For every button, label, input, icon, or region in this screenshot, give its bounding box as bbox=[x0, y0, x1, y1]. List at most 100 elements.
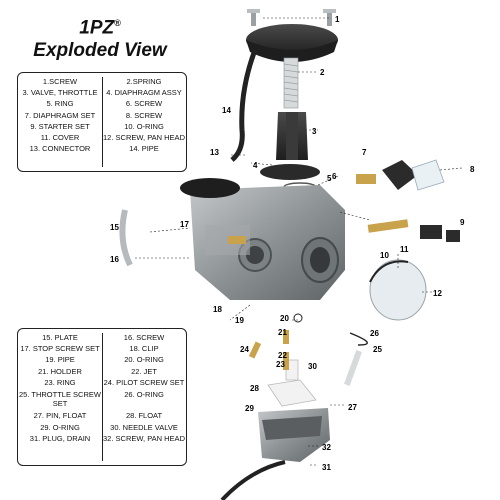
callout-25: 25 bbox=[373, 345, 382, 354]
legend-item: 14. PIPE bbox=[129, 144, 159, 154]
jet bbox=[283, 352, 289, 370]
callout-30: 30 bbox=[308, 362, 317, 371]
callout-11: 11 bbox=[400, 245, 409, 254]
legend-item: 2.SPRING bbox=[126, 77, 162, 86]
callout-15: 15 bbox=[110, 223, 119, 232]
legend-divider bbox=[102, 333, 103, 461]
callout-9: 9 bbox=[460, 218, 465, 227]
o-ring bbox=[349, 332, 368, 346]
legend-item: 15. PLATE bbox=[42, 333, 78, 342]
callout-3: 3 bbox=[312, 127, 317, 136]
legend-item: 5. RING bbox=[46, 99, 74, 109]
callout-19: 19 bbox=[235, 316, 244, 325]
callout-31: 31 bbox=[322, 463, 331, 472]
o-ring bbox=[293, 313, 303, 323]
legend-item: 28. FLOAT bbox=[125, 411, 163, 421]
legend-item: 1.SCREW bbox=[42, 77, 78, 86]
callout-23: 23 bbox=[276, 360, 285, 369]
legend-item: 10. O-RING bbox=[124, 121, 164, 131]
callout-6: 6 bbox=[332, 172, 337, 181]
starter-set bbox=[367, 219, 460, 242]
callout-12: 12 bbox=[433, 289, 442, 298]
legend-item: 7. DIAPHRAGM SET bbox=[24, 110, 96, 120]
legend-item: 22. JET bbox=[131, 366, 157, 376]
callout-8: 8 bbox=[470, 165, 475, 174]
legend-item: 8. SCREW bbox=[125, 110, 163, 120]
callout-20: 20 bbox=[280, 314, 289, 323]
callout-7: 7 bbox=[362, 148, 367, 157]
registered-mark: ® bbox=[114, 18, 121, 28]
legend-item: 17. STOP SCREW SET bbox=[20, 344, 100, 354]
callout-10: 10 bbox=[380, 251, 389, 260]
legend-bottom-left-column: 15. PLATE 17. STOP SCREW SET 19. PIPE 21… bbox=[18, 332, 102, 444]
callout-22: 22 bbox=[278, 351, 287, 360]
legend-bottom-right-column: 16. SCREW 18. CLIP 20. O-RING 22. JET 24… bbox=[102, 332, 186, 444]
legend-item: 13. CONNECTOR bbox=[29, 144, 91, 154]
page-subtitle: Exploded View bbox=[33, 40, 167, 62]
legend-item: 20. O-RING bbox=[124, 355, 164, 365]
legend-item: 11. COVER bbox=[40, 133, 80, 143]
callout-27: 27 bbox=[348, 403, 357, 412]
callout-28: 28 bbox=[250, 384, 259, 393]
carb-top-cover bbox=[246, 24, 338, 62]
holder bbox=[283, 330, 289, 344]
pilot-screw bbox=[248, 341, 262, 359]
plate bbox=[119, 209, 133, 267]
callout-17: 17 bbox=[180, 220, 189, 229]
legend-item: 26. O-RING bbox=[124, 390, 164, 400]
pipe bbox=[230, 49, 258, 162]
legend-item: 24. PILOT SCREW SET bbox=[103, 377, 185, 387]
legend-item: 31. PLUG, DRAIN bbox=[29, 433, 91, 443]
cover bbox=[369, 259, 427, 321]
model-name: 1PZ bbox=[79, 17, 115, 39]
legend-item: 23. RING bbox=[44, 377, 76, 387]
legend-item: 9. STARTER SET bbox=[30, 121, 90, 131]
legend-item: 3. VALVE, THROTTLE bbox=[22, 88, 98, 98]
throttle-valve bbox=[276, 112, 308, 160]
diaphragm bbox=[260, 164, 320, 180]
callout-29: 29 bbox=[245, 404, 254, 413]
diaphragm-set bbox=[356, 159, 445, 191]
legend-item: 6. SCREW bbox=[125, 99, 163, 109]
legend-item: 21. HOLDER bbox=[38, 366, 82, 376]
leader-lines bbox=[135, 17, 463, 466]
legend-item: 27. PIN, FLOAT bbox=[33, 411, 87, 421]
legend-item: 30. NEEDLE VALVE bbox=[110, 422, 178, 432]
spring bbox=[283, 57, 299, 109]
callout-4: 4 bbox=[253, 161, 258, 170]
model-title: 1PZ® bbox=[20, 12, 180, 39]
legend-item: 16. SCREW bbox=[123, 333, 165, 342]
callout-32: 32 bbox=[322, 443, 331, 452]
legend-item: 19. PIPE bbox=[45, 355, 75, 365]
callout-21: 21 bbox=[278, 328, 287, 337]
callout-24: 24 bbox=[240, 345, 249, 354]
cover-screw bbox=[247, 9, 260, 26]
legend-top-left-column: 1.SCREW 3. VALVE, THROTTLE 5. RING 7. DI… bbox=[18, 76, 102, 154]
parts-legend-top: 1.SCREW 3. VALVE, THROTTLE 5. RING 7. DI… bbox=[17, 72, 187, 172]
legend-item: 29. O-RING bbox=[40, 422, 80, 432]
callout-2: 2 bbox=[320, 68, 325, 77]
title-block: 1PZ® Exploded View bbox=[20, 12, 180, 63]
legend-item: 25. THROTTLE SCREW SET bbox=[19, 390, 101, 409]
legend-item: 32. SCREW, PAN HEAD bbox=[103, 433, 185, 443]
cover-screw bbox=[323, 9, 336, 26]
callouts: 1 2 3 4 5 6 7 8 9 10 11 12 13 14 15 16 1… bbox=[110, 15, 475, 472]
callout-18: 18 bbox=[213, 305, 222, 314]
drain-pipe bbox=[220, 460, 286, 500]
callout-14: 14 bbox=[222, 106, 231, 115]
callout-5: 5 bbox=[327, 174, 332, 183]
carburetor-body bbox=[180, 178, 345, 300]
throttle-screw bbox=[344, 350, 362, 386]
legend-item: 12. SCREW, PAN HEAD bbox=[103, 133, 185, 143]
legend-divider bbox=[102, 77, 103, 167]
legend-top-right-column: 2.SPRING 4. DIAPHRAGM ASSY 6. SCREW 8. S… bbox=[102, 76, 186, 154]
callout-26: 26 bbox=[370, 329, 379, 338]
legend-item: 18. CLIP bbox=[129, 344, 159, 354]
callout-16: 16 bbox=[110, 255, 119, 264]
legend-item: 4. DIAPHRAGM ASSY bbox=[106, 88, 182, 98]
callout-13: 13 bbox=[210, 148, 219, 157]
float-bowl bbox=[258, 408, 330, 462]
callout-1: 1 bbox=[335, 15, 340, 24]
parts-legend-bottom: 15. PLATE 17. STOP SCREW SET 19. PIPE 21… bbox=[17, 328, 187, 466]
